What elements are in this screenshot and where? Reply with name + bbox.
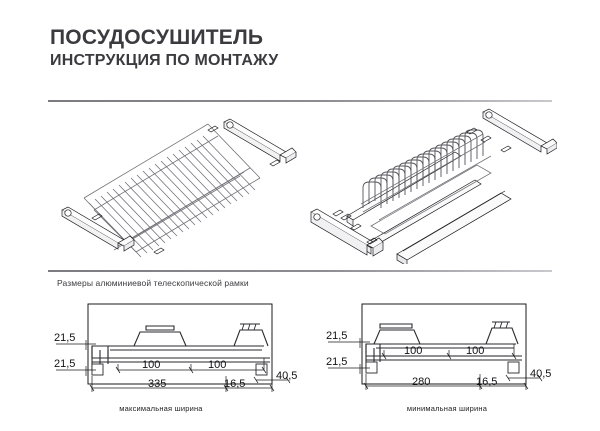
dim-left-lower: 21,5 xyxy=(54,358,75,370)
dim-right: 40,5 xyxy=(276,370,297,382)
title-block: ПОСУДОСУШИТЕЛЬ ИНСТРУКЦИЯ ПО МОНТАЖУ xyxy=(50,26,550,70)
dish-rack-drawing xyxy=(61,118,297,258)
dim-span-a: 100 xyxy=(142,359,160,371)
dim-span-b: 100 xyxy=(208,359,226,371)
plate-rack-drawing xyxy=(310,108,557,264)
dim-span-a: 100 xyxy=(404,345,422,357)
divider-middle xyxy=(48,270,552,272)
dim-left-upper: 21,5 xyxy=(326,330,347,342)
caption-min-width: минимальная ширина xyxy=(406,404,488,413)
dim-right: 40,5 xyxy=(530,368,551,380)
dim-overall: 280 xyxy=(412,376,430,388)
end-block-right xyxy=(255,363,268,376)
dim-offset: 16,5 xyxy=(476,376,497,388)
illustration-dish-rack-assembly xyxy=(48,106,298,264)
max-width-section: 21,5 21,5 100 100 335 16,5 40,5 xyxy=(54,303,297,392)
end-block-left xyxy=(365,361,378,374)
section-caption: Размеры алюминиевой телескопической рамк… xyxy=(57,278,249,288)
divider-top xyxy=(48,100,552,102)
frame-outline xyxy=(87,303,273,385)
dim-overall: 335 xyxy=(148,378,166,390)
drawing-min-width: 21,5 21,5 100 100 280 16,5 40,5 минималь… xyxy=(318,300,588,425)
dim-span-b: 100 xyxy=(466,345,484,357)
dim-left-lower: 21,5 xyxy=(326,356,347,368)
frame-outline xyxy=(361,303,527,385)
page-title: ПОСУДОСУШИТЕЛЬ xyxy=(50,26,264,49)
end-block-right xyxy=(507,361,520,374)
dim-offset: 16,5 xyxy=(224,378,245,390)
illustration-plate-rack-assembly xyxy=(305,104,557,264)
dim-left-upper: 21,5 xyxy=(54,332,75,344)
page-subtitle: ИНСТРУКЦИЯ ПО МОНТАЖУ xyxy=(50,51,279,69)
end-block-left xyxy=(91,363,104,376)
drawing-max-width: 21,5 21,5 100 100 335 16,5 40,5 максимал… xyxy=(48,300,318,425)
min-width-section: 21,5 21,5 100 100 280 16,5 40,5 xyxy=(326,303,551,390)
caption-max-width: максимальная ширина xyxy=(119,404,203,413)
